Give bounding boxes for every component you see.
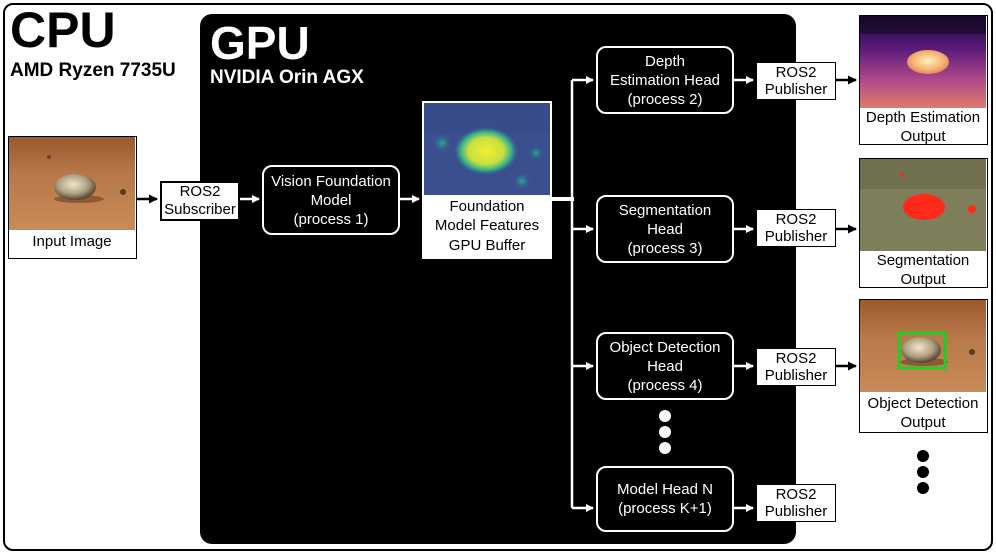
- arrow-features-to-trunk: [552, 197, 574, 201]
- depth-estimation-head-box: Depth Estimation Head (process 2): [596, 46, 734, 114]
- detection-bounding-box: [897, 331, 947, 370]
- gpu-subtitle: NVIDIA Orin AGX: [210, 67, 364, 88]
- segmentation-output-image: [860, 159, 986, 251]
- ros2-publisher-segmentation: ROS2 Publisher: [756, 209, 836, 247]
- ros2-publisher-head-n: ROS2 Publisher: [756, 484, 836, 522]
- input-image-panel: Input Image: [8, 136, 137, 259]
- cpu-title: CPU: [10, 2, 116, 58]
- ellipsis-dot: [917, 450, 929, 462]
- foundation-features-panel: Foundation Model Features GPU Buffer: [422, 101, 552, 259]
- object-detection-head-box: Object Detection Head (process 4): [596, 332, 734, 400]
- ellipsis-dot: [917, 466, 929, 478]
- model-head-n-box: Model Head N (process K+1): [596, 466, 734, 532]
- detection-output-caption: Object Detection Output: [867, 395, 979, 431]
- detection-output-image: [860, 300, 986, 392]
- ellipsis-dot: [659, 426, 671, 438]
- ellipsis-dot: [917, 482, 929, 494]
- ellipsis-dot: [659, 442, 671, 454]
- features-label: Foundation Model Features: [434, 198, 540, 234]
- ros2-subscriber-box: ROS2 Subscriber: [160, 181, 240, 221]
- ros2-publisher-depth: ROS2 Publisher: [756, 62, 836, 100]
- depth-output-caption: Depth Estimation Output: [865, 109, 981, 145]
- depth-output-image: [860, 16, 986, 108]
- gpu-title: GPU: [210, 17, 310, 69]
- ros2-publisher-detection: ROS2 Publisher: [756, 348, 836, 386]
- segmentation-head-box: Segmentation Head (process 3): [596, 195, 734, 263]
- cpu-subtitle: AMD Ryzen 7735U: [10, 60, 176, 81]
- input-image: [9, 137, 135, 230]
- segmentation-output-caption: Segmentation Output: [876, 252, 970, 288]
- segmentation-output-panel: Segmentation Output: [859, 158, 988, 288]
- ellipsis-dot: [659, 410, 671, 422]
- gpu-buffer-label: GPU Buffer: [448, 237, 526, 254]
- input-image-caption: Input Image: [32, 233, 112, 250]
- vision-foundation-model-box: Vision Foundation Model (process 1): [262, 165, 400, 235]
- detection-output-panel: Object Detection Output: [859, 299, 988, 433]
- depth-output-panel: Depth Estimation Output: [859, 15, 988, 145]
- feature-map-image: [424, 103, 550, 195]
